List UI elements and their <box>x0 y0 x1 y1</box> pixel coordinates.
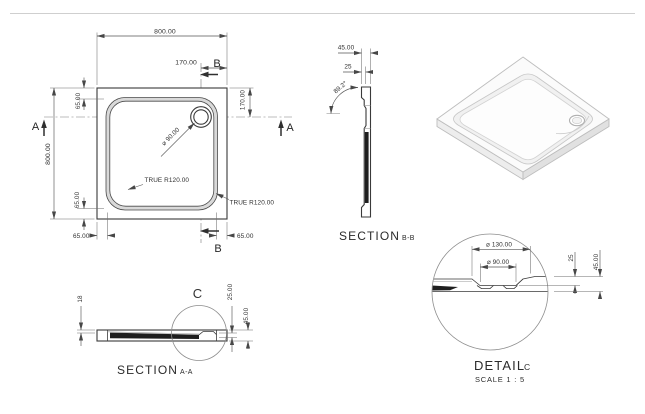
section-marker-a-left: A <box>32 119 47 136</box>
dim-drain-offset-top: 170.00 <box>175 60 228 71</box>
view-title: SECTION <box>339 229 400 243</box>
dim-detail-hole-dia: ⌀ 90.00 <box>480 259 517 282</box>
dim-aa-edge: 18 <box>77 295 95 346</box>
dim-drain-offset-right: 170.00 <box>229 87 254 118</box>
section-marker-b-bottom: B <box>200 228 222 255</box>
detail-scale-label: SCALE 1 : 5 <box>475 375 525 384</box>
dim-rim-top-left: 65.00 <box>75 77 104 110</box>
dim-aa-recess: 25.00 <box>219 283 237 352</box>
dim-label: 800.00 <box>154 29 176 36</box>
dim-label: ⌀ 90.00 <box>487 259 510 266</box>
dim-label: 65.00 <box>237 233 254 240</box>
dim-detail-recess-depth: 25 <box>519 252 603 294</box>
dim-label: 45.00 <box>338 45 355 52</box>
dim-label: 89.2° <box>332 79 349 95</box>
dim-label: ⌀ 130.00 <box>486 242 512 249</box>
section-bb-material-fill <box>364 132 369 203</box>
view-title: DETAIL <box>474 358 525 373</box>
dim-label: 45.00 <box>243 307 250 324</box>
dim-width-top: 800.00 <box>96 29 228 85</box>
detail-c-profile <box>432 276 548 292</box>
section-aa-title: SECTION A-A <box>117 363 193 377</box>
plan-view: 800.00 170.00 B 800.00 65.00 <box>32 29 295 256</box>
section-bb-view: 45.00 25 89.2° SECTION B-B <box>326 45 415 243</box>
dim-detail-depth: 45.00 <box>554 250 603 300</box>
view-subtitle: C <box>524 362 531 372</box>
dim-bb-recess: 25 <box>343 64 374 75</box>
dim-label: 25.00 <box>227 283 234 300</box>
dim-rim-bottom-right-h: 65.00 <box>208 212 254 240</box>
section-marker-b-top: B <box>200 58 221 78</box>
isometric-view <box>436 56 610 181</box>
detail-c-marker: C <box>193 286 202 301</box>
marker-label: B <box>214 243 221 255</box>
dim-label: 170.00 <box>175 60 197 67</box>
detail-c-view: ⌀ 130.00 ⌀ 90.00 25 45.00 DETAIL C SCALE… <box>431 233 603 384</box>
dim-label: 65.00 <box>74 191 81 208</box>
marker-label: A <box>286 122 294 134</box>
dim-aa-depth: 45.00 <box>229 307 253 349</box>
dim-rim-bottom-left-h: 65.00 <box>73 212 116 240</box>
dim-rim-bottom-left: 65.00 <box>74 191 104 230</box>
dim-label: 25 <box>344 64 352 71</box>
dim-corner-radius-right: TRUE R120.00 <box>215 193 275 207</box>
view-subtitle: A-A <box>180 369 193 376</box>
marker-label: B <box>213 58 220 70</box>
dim-label: 65.00 <box>75 92 82 109</box>
detail-c-circle <box>431 233 549 351</box>
dim-label: 25 <box>568 254 575 262</box>
dim-label: 170.00 <box>240 90 247 110</box>
marker-label: A <box>32 121 40 133</box>
iso-drain-hole-inner <box>571 116 583 125</box>
section-aa-view: 18 C 25.00 45.00 SECTION A-A <box>77 283 253 377</box>
dim-label: 65.00 <box>73 233 90 240</box>
dim-label: 800.00 <box>45 143 52 165</box>
dim-label: TRUE R120.00 <box>145 177 190 184</box>
iso-drain-recess-curve <box>555 115 590 135</box>
dim-bb-angle: 89.2° <box>326 79 359 114</box>
dim-label: 45.00 <box>593 253 600 270</box>
section-aa-drain-step <box>198 331 217 336</box>
dim-label: TRUE R120.00 <box>230 200 275 207</box>
dim-height-left: 800.00 <box>45 87 95 220</box>
dim-label: 18 <box>77 295 84 303</box>
section-bb-title: SECTION B-B <box>339 229 415 243</box>
drain-hole-circle <box>193 109 209 125</box>
section-marker-a-right: A <box>278 119 294 136</box>
detail-c-title: DETAIL C SCALE 1 : 5 <box>474 358 531 384</box>
section-aa-material-fill <box>110 332 199 339</box>
dim-corner-radius-left: TRUE R120.00 <box>127 177 190 190</box>
dim-detail-recess-dia: ⌀ 130.00 <box>471 242 531 276</box>
view-title: SECTION <box>117 363 178 377</box>
dim-bb-depth: 45.00 <box>338 45 379 84</box>
view-subtitle: B-B <box>402 235 415 242</box>
